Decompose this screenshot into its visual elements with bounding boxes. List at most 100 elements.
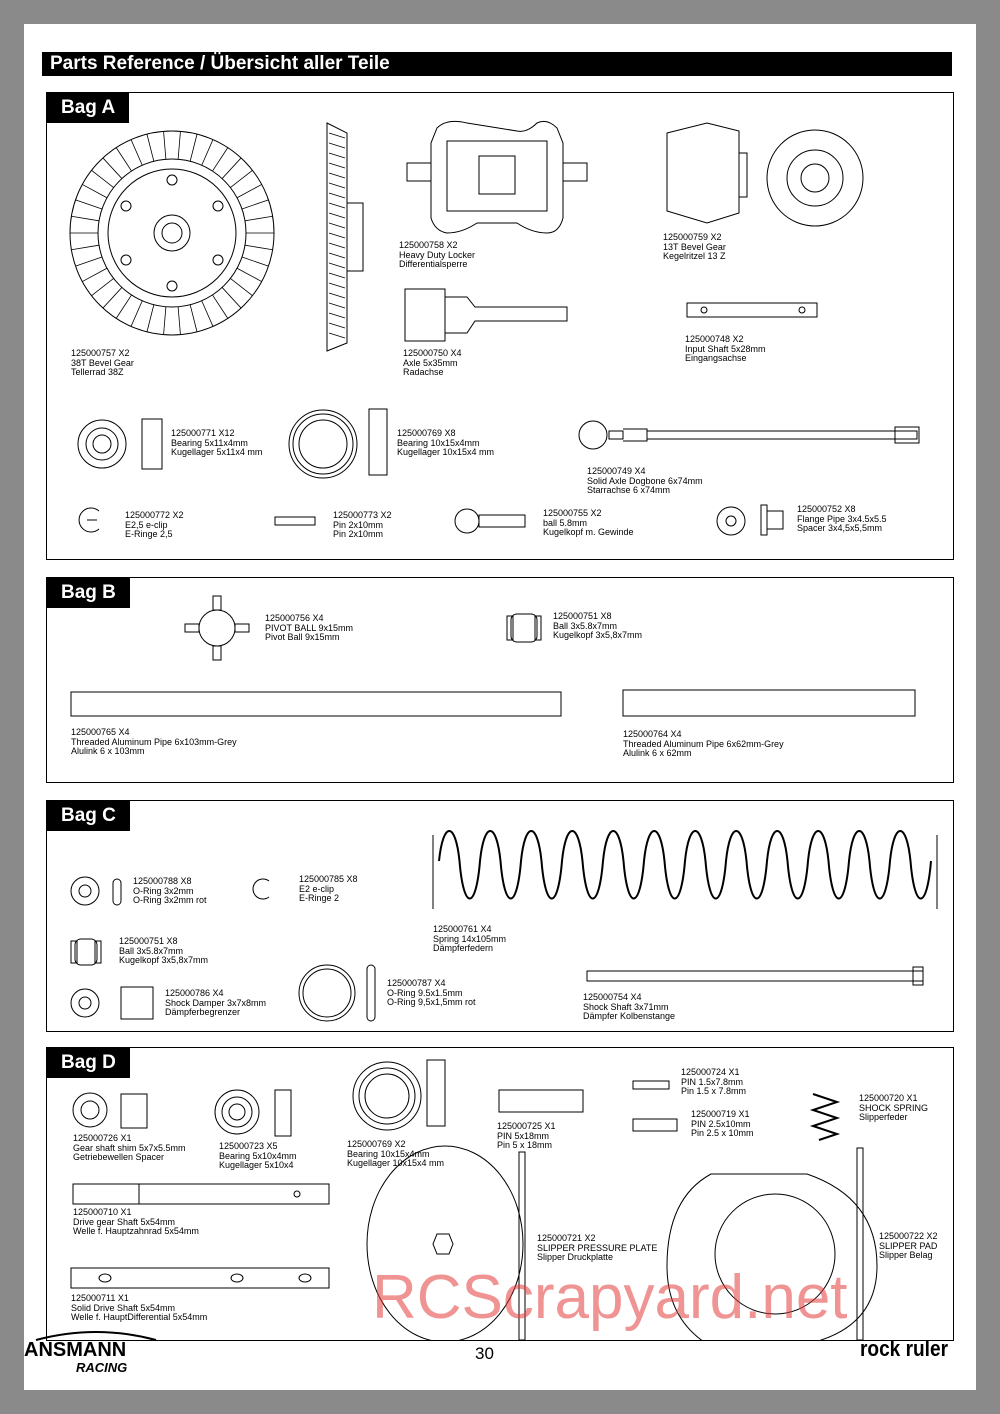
bearing-large-drawing (288, 408, 388, 479)
bevel-gear-13t-drawing (666, 122, 864, 227)
bearing-small-drawing (77, 418, 163, 470)
part-desc-de: Differentialsperre (399, 259, 468, 269)
ball-stud-drawing (454, 508, 526, 534)
solid-drive-shaft-drawing (70, 1267, 330, 1289)
part-desc-en: 38T Bevel Gear (71, 357, 134, 368)
part-desc-de: Slipperfeder (859, 1112, 908, 1122)
part-desc-en: Ball 3x5.8x7mm (553, 620, 618, 631)
part-desc-de: Dämpfer Kolbenstange (583, 1011, 676, 1021)
part-number: 125000720 X1 (859, 1093, 918, 1103)
part-number: 125000748 X2 (685, 334, 744, 344)
pin-5x18-drawing (498, 1089, 584, 1113)
axle-drawing (404, 288, 568, 342)
ball-3x58-drawing (506, 613, 542, 643)
part-number: 125000710 X1 (73, 1207, 132, 1217)
part-desc-en: Solid Drive Shaft 5x54mm (71, 1302, 176, 1313)
part-desc-de: Welle f. HauptDifferential 5x54mm (71, 1312, 208, 1322)
part-desc-en: Ball 3x5.8x7mm (119, 945, 184, 956)
alu-pipe-103-drawing (70, 691, 562, 717)
part-number: 125000761 X4 (433, 924, 492, 934)
part-desc-en: Pin 2x10mm (333, 519, 384, 530)
part-desc-en: Input Shaft 5x28mm (685, 343, 766, 354)
bevel-gear-38t-drawing (69, 130, 275, 336)
bag-d-panel: Bag D (46, 1047, 954, 1341)
part-desc-en: Bearing 5x11x4mm (171, 437, 248, 448)
part-desc-en: PIN 1.5x7.8mm (681, 1076, 744, 1087)
brand-left-sub-text: RACING (76, 1360, 127, 1375)
part-desc-en: Axle 5x35mm (403, 357, 458, 368)
part-number: 125000749 X4 (587, 466, 646, 476)
part-number: 125000764 X4 (623, 729, 682, 739)
shock-damper-drawing (70, 986, 154, 1020)
part-desc-de: Dämpferfedern (433, 943, 494, 953)
bag-a-label: Bag A (47, 93, 130, 123)
part-number: 125000771 X12 (171, 428, 235, 438)
part-desc-en: Bearing 10x15x4mm (397, 437, 480, 448)
spring-drawing (432, 830, 938, 909)
part-desc-de: Kugelkopf m. Gewinde (543, 527, 634, 537)
slipper-spring-drawing (809, 1093, 841, 1141)
part-desc-de: Dämpferbegrenzer (165, 1007, 241, 1017)
part-desc-en: O-Ring 9.5x1.5mm (387, 987, 463, 998)
brand-right-text: rock ruler (860, 1336, 948, 1361)
part-number: 125000765 X4 (71, 727, 130, 737)
watermark-text: RCScrapyard.net (372, 1263, 848, 1332)
part-desc-de: Kugelkopf 3x5,8x7mm (119, 955, 209, 965)
part-number: 125000773 X2 (333, 510, 392, 520)
bag-b-label: Bag B (47, 578, 130, 608)
part-desc-de: Pin 2x10mm (333, 529, 384, 539)
part-desc-de: Tellerrad 38Z (71, 367, 124, 377)
part-desc-en: Flange Pipe 3x4.5x5.5 (797, 513, 887, 524)
pin-25-drawing (632, 1118, 678, 1132)
e-clip-drawing (78, 507, 100, 533)
part-number: 125000758 X2 (399, 240, 458, 250)
slipper-pressure-plate-drawing (366, 1145, 526, 1340)
part-number: 125000750 X4 (403, 348, 462, 358)
drive-gear-shaft-drawing (72, 1183, 330, 1205)
pin-drawing (274, 516, 316, 526)
part-desc-en: Heavy Duty Locker (399, 249, 476, 260)
rock-ruler-logo: rock ruler (860, 1336, 948, 1361)
part-number: 125000752 X8 (797, 504, 856, 514)
bag-a-panel: Bag A (46, 92, 954, 560)
part-desc-en: SLIPPER PRESSURE PLATE (537, 1242, 658, 1253)
part-desc-en: ball 5.8mm (543, 517, 588, 528)
ball-drawing (70, 938, 102, 966)
part-number: 125000787 X4 (387, 978, 446, 988)
part-desc-en: SHOCK SPRING (859, 1102, 929, 1113)
part-desc-en: SLIPPER PAD (879, 1240, 938, 1251)
alu-pipe-62-drawing (622, 689, 916, 717)
part-number: 125000754 X4 (583, 992, 642, 1002)
bearing-5x10-drawing (214, 1089, 292, 1137)
part-desc-de: Kugellager 10x15x4 mm (397, 447, 495, 457)
slipper-pad-drawing (666, 1147, 878, 1340)
part-desc-en: Shock Damper 3x7x8mm (165, 997, 267, 1008)
part-number: 125000788 X8 (133, 876, 192, 886)
pin-15-drawing (632, 1080, 670, 1090)
pivot-ball-drawing (184, 595, 250, 661)
part-number: 125000722 X2 (879, 1231, 938, 1241)
part-desc-de: Welle f. Hauptzahnrad 5x54mm (73, 1226, 199, 1236)
part-desc-de: Radachse (403, 367, 444, 377)
part-desc-en: Solid Axle Dogbone 6x74mm (587, 475, 703, 486)
part-number: 125000719 X1 (691, 1109, 750, 1119)
part-desc-en: E2,5 e-clip (125, 519, 168, 530)
bag-d-drawings (70, 1059, 878, 1340)
